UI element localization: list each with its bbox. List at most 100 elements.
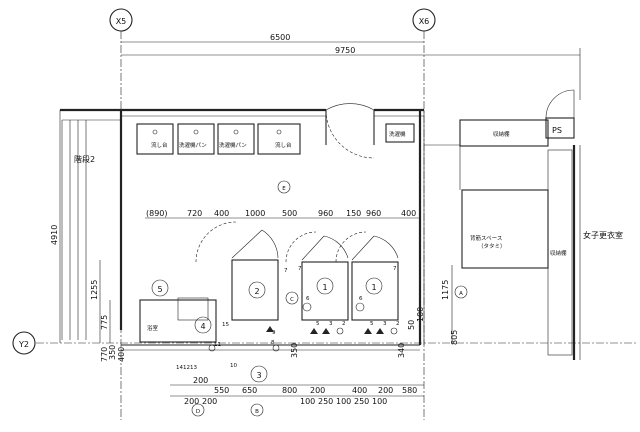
svg-text:背筋スペース: 背筋スペース [470, 234, 502, 242]
svg-text:3: 3 [329, 321, 333, 327]
svg-text:400: 400 [214, 209, 229, 218]
svg-text:B: B [255, 409, 259, 415]
svg-text:(890): (890) [146, 209, 168, 218]
svg-text:7: 7 [284, 268, 288, 274]
svg-text:収納棚: 収納棚 [550, 249, 567, 257]
svg-text:400: 400 [401, 209, 416, 218]
svg-text:720: 720 [187, 209, 202, 218]
fixture-row: 6 6 5 3 2 5 3 2 9 8 11 10 [208, 296, 400, 369]
svg-text:PS: PS [552, 126, 562, 135]
marker-b: B [250, 403, 264, 417]
changing-room-label: 女子更衣室 [583, 230, 623, 240]
sink-1: 流し台 [136, 123, 174, 155]
svg-text:1: 1 [322, 283, 327, 292]
svg-text:Y2: Y2 [18, 340, 29, 349]
washer-pan-2: 洗濯機パン [217, 123, 255, 155]
svg-text:100: 100 [300, 397, 315, 406]
marker-e: E [277, 180, 291, 194]
booth-2: 2 [231, 229, 279, 321]
washer-pan-1: 洗濯機パン [177, 123, 215, 155]
svg-text:400: 400 [352, 386, 367, 395]
svg-text:4: 4 [200, 322, 205, 331]
svg-text:960: 960 [366, 209, 381, 218]
svg-text:5: 5 [370, 321, 374, 327]
svg-text:D: D [196, 409, 200, 415]
stair-label: 階段2 [74, 154, 95, 164]
stair-area: 階段2 [60, 108, 123, 340]
svg-text:3: 3 [383, 321, 387, 327]
booth-1b: 1 [351, 235, 399, 321]
dim-left-770: 770 [100, 347, 109, 362]
bottom-dims-2: 200 200 100 250 100 250 100 [184, 397, 387, 406]
booth-1a: 1 [301, 235, 349, 321]
svg-text:A: A [459, 291, 463, 297]
svg-text:6: 6 [306, 296, 310, 302]
svg-text:（タタミ）: （タタミ） [478, 242, 506, 250]
svg-text:5: 5 [316, 321, 320, 327]
bottom-dims-3: 141213 [176, 365, 197, 371]
sink-2: 流し台 [257, 123, 301, 155]
svg-text:6: 6 [359, 296, 363, 302]
svg-text:浴室: 浴室 [147, 324, 159, 332]
svg-text:10: 10 [230, 363, 237, 369]
svg-text:200: 200 [310, 386, 325, 395]
grid-bubble-x6: X6 [412, 8, 436, 32]
svg-text:100: 100 [372, 397, 387, 406]
svg-text:7: 7 [298, 266, 302, 272]
marker-c: C [285, 291, 299, 305]
svg-text:C: C [290, 297, 294, 303]
svg-text:550: 550 [214, 386, 229, 395]
svg-text:収納棚: 収納棚 [493, 130, 510, 138]
marker-3: 3 [250, 365, 268, 383]
svg-text:200: 200 [193, 376, 208, 385]
dim-left-4910: 4910 [50, 225, 59, 245]
svg-text:洗濯機: 洗濯機 [389, 130, 406, 138]
svg-text:1: 1 [371, 283, 376, 292]
dim-r-340: 340 [397, 343, 406, 358]
right-section: 収納棚 PS 背筋スペース （タタミ） 収納棚 女子更衣室 A [424, 89, 623, 360]
svg-text:960: 960 [318, 209, 333, 218]
row-dimensions: (890) 720 400 1000 500 960 150 960 400 [146, 209, 416, 218]
svg-text:250: 250 [354, 397, 369, 406]
svg-text:500: 500 [282, 209, 297, 218]
grid-bubble-x5: X5 [109, 8, 133, 32]
svg-text:1000: 1000 [245, 209, 265, 218]
dim-r-50: 50 [407, 320, 416, 330]
dim-top-6500: 6500 [270, 33, 290, 42]
svg-text:15: 15 [222, 322, 229, 328]
svg-text:150: 150 [346, 209, 361, 218]
svg-text:2: 2 [396, 321, 400, 327]
svg-text:200: 200 [378, 386, 393, 395]
svg-text:X5: X5 [116, 17, 127, 26]
grid-bubble-y2: Y2 [12, 331, 36, 355]
svg-text:650: 650 [242, 386, 257, 395]
dim-right-805: 805 [450, 330, 459, 345]
dim-mid-350: 350 [290, 343, 299, 358]
svg-text:250: 250 [318, 397, 333, 406]
svg-text:洗濯機パン: 洗濯機パン [179, 141, 207, 149]
svg-text:580: 580 [402, 386, 417, 395]
svg-text:E: E [282, 186, 286, 192]
svg-text:11: 11 [214, 342, 221, 348]
svg-text:200: 200 [184, 397, 199, 406]
dim-top-9750: 9750 [335, 46, 355, 55]
svg-text:800: 800 [282, 386, 297, 395]
marker-d: D [191, 403, 205, 417]
dim-right-1175: 1175 [441, 280, 450, 300]
svg-text:9: 9 [272, 330, 276, 336]
dim-left-400: 400 [117, 347, 126, 362]
svg-text:100: 100 [336, 397, 351, 406]
svg-text:5: 5 [157, 285, 162, 294]
svg-text:200: 200 [202, 397, 217, 406]
laundry-unit: 洗濯機 [385, 123, 415, 143]
svg-text:8: 8 [271, 340, 275, 346]
svg-text:3: 3 [256, 371, 261, 380]
bottom-dims-1: 200 550 650 800 200 400 200 580 [193, 376, 417, 395]
svg-text:洗濯機パン: 洗濯機パン [219, 141, 247, 149]
main-walls [121, 103, 425, 351]
dim-left-775: 775 [100, 315, 109, 330]
svg-text:流し台: 流し台 [275, 141, 292, 149]
svg-text:2: 2 [342, 321, 346, 327]
svg-text:2: 2 [254, 287, 259, 296]
